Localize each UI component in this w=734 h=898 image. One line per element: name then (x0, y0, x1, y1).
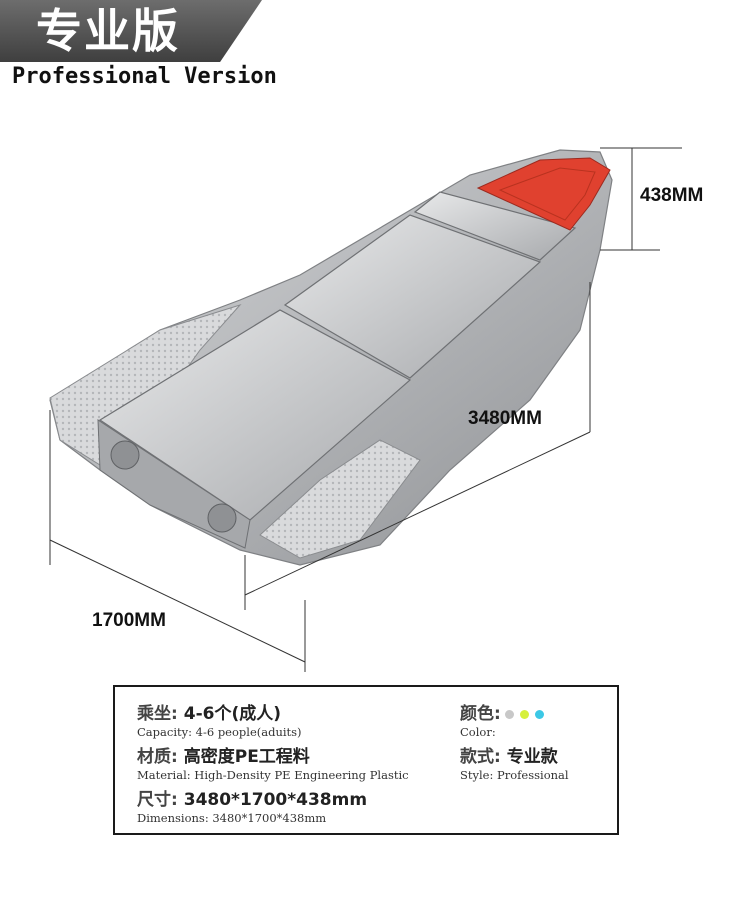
size-label: 尺寸: (137, 790, 178, 810)
color-swatch-3 (534, 709, 544, 719)
length-dimension: 3480MM (468, 408, 542, 429)
version-title-en: Professional Version (12, 64, 277, 89)
capacity-spec: 乘坐: 4-6个(成人) Capacity: 4-6 people(aduits… (137, 703, 302, 740)
front-compartment (413, 191, 577, 261)
bow-seat-pad (476, 157, 611, 231)
material-value: 高密度PE工程料 (183, 747, 310, 767)
color-label: 颜色: (460, 704, 501, 724)
width-dimension: 1700MM (92, 610, 166, 631)
color-swatches (504, 703, 550, 725)
size-spec: 尺寸: 3480*1700*438mm Dimensions: 3480*170… (137, 789, 367, 826)
style-spec: 款式: 专业款 Style: Professional (460, 746, 569, 783)
capacity-label: 乘坐: (137, 704, 178, 724)
style-label: 款式: (460, 747, 501, 767)
style-en: Style: Professional (460, 768, 569, 782)
version-banner (0, 0, 262, 62)
size-value: 3480*1700*438mm (183, 790, 368, 810)
color-en: Color: (460, 725, 496, 739)
spec-panel: 乘坐: 4-6个(成人) Capacity: 4-6 people(aduits… (113, 685, 619, 835)
middle-compartment (283, 214, 542, 379)
capacity-value: 4-6个(成人) (183, 704, 281, 724)
boat-illustration (49, 147, 682, 672)
color-swatch-1 (504, 709, 514, 719)
material-spec: 材质: 高密度PE工程料 Material: High-Density PE E… (137, 746, 409, 783)
version-title-cn: 专业版 (36, 4, 180, 58)
capacity-en: Capacity: 4-6 people(aduits) (137, 725, 302, 739)
right-rear-deck (259, 439, 421, 559)
color-swatch-2 (519, 709, 529, 719)
height-dimension: 438MM (640, 185, 704, 206)
style-value: 专业款 (506, 747, 558, 767)
color-spec: 颜色: Color: (460, 703, 550, 740)
material-en: Material: High-Density PE Engineering Pl… (137, 768, 409, 782)
material-label: 材质: (137, 747, 178, 767)
size-en: Dimensions: 3480*1700*438mm (137, 811, 327, 825)
